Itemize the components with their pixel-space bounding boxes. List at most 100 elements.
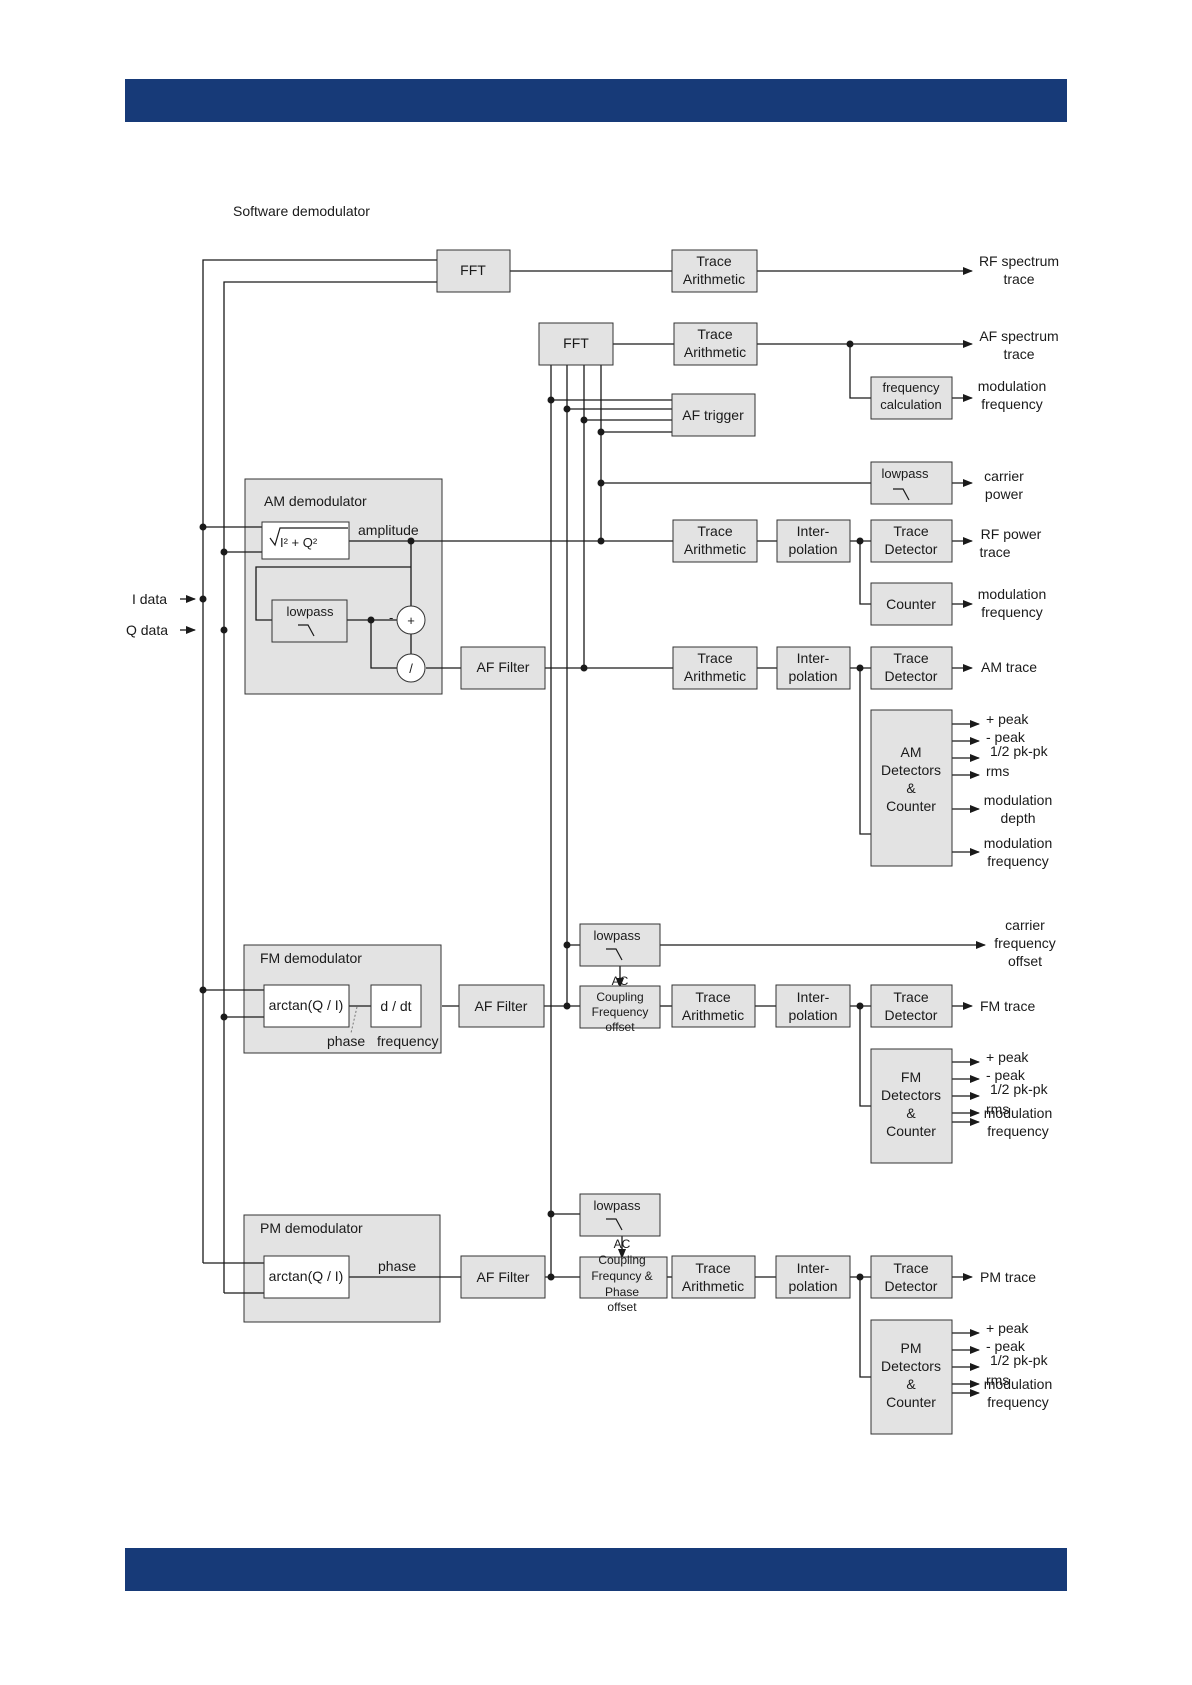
diagram-title: Software demodulator (233, 203, 370, 219)
fm-detectors-counter (870, 1048, 953, 1164)
af-trigger-block (671, 393, 756, 437)
trace-arith-am2 (672, 646, 758, 690)
pm-half-pkpk-label: 1/2 pk-pk (990, 1352, 1049, 1368)
trace-detector-am (870, 646, 953, 690)
am-rms-label: rms (986, 763, 1009, 779)
trace-arith-pm (671, 1255, 756, 1299)
ddt-block (370, 984, 422, 1028)
svg-text:Arithmetic: Arithmetic (684, 668, 746, 684)
pm-second-output-label: frequency (987, 1394, 1048, 1410)
fm-demodulator-label: FM demodulator (260, 950, 362, 966)
svg-text:modulation: modulation (978, 586, 1047, 602)
svg-text:Inter-: Inter- (797, 650, 830, 666)
af-filter-am (460, 646, 546, 690)
pm-rms-label: rms (986, 1372, 1009, 1388)
svg-text:Arithmetic: Arithmetic (684, 344, 746, 360)
svg-text:/: / (409, 661, 413, 676)
svg-text:AC: AC (614, 1237, 631, 1251)
svg-text:AF spectrum: AF spectrum (979, 328, 1058, 344)
svg-text:frequency: frequency (981, 604, 1042, 620)
fm-second-output-label: frequency (987, 1123, 1048, 1139)
svg-text:Frequncy &: Frequncy & (591, 1269, 652, 1283)
arctan-block-fm (263, 984, 350, 1028)
divider-node (396, 653, 426, 683)
svg-text:offset: offset (1008, 953, 1042, 969)
svg-text:trace: trace (1003, 346, 1034, 362)
svg-text:FM trace: FM trace (980, 998, 1035, 1014)
am-demodulator-label: AM demodulator (264, 493, 367, 509)
svg-text:carrier: carrier (984, 468, 1024, 484)
trace-arith-rf (671, 249, 758, 293)
svg-text:Coupling: Coupling (598, 1253, 645, 1267)
svg-text:Detector: Detector (885, 1278, 938, 1294)
am-mod-freq-label: frequency (987, 853, 1048, 869)
counter-block (870, 582, 953, 626)
svg-text:Trace: Trace (695, 1260, 730, 1276)
fft-block-af (538, 322, 614, 366)
i-data-label: I data (132, 591, 167, 607)
svg-text:Detectors: Detectors (881, 1087, 941, 1103)
interpolation-fm (775, 984, 851, 1028)
svg-text:AF Filter: AF Filter (475, 998, 528, 1014)
svg-text:Trace: Trace (893, 523, 928, 539)
svg-text:Trace: Trace (697, 326, 732, 342)
svg-text:RF spectrum: RF spectrum (979, 253, 1059, 269)
svg-text:phase: phase (327, 1033, 365, 1049)
arctan-block-pm (263, 1255, 350, 1299)
svg-text:Trace: Trace (697, 650, 732, 666)
svg-text:polation: polation (788, 1007, 837, 1023)
fft-label-2: FFT (563, 335, 589, 351)
fm-half-pkpk-label: 1/2 pk-pk (990, 1081, 1049, 1097)
svg-text:amplitude: amplitude (358, 522, 419, 538)
svg-text:PM trace: PM trace (980, 1269, 1036, 1285)
svg-text:Phase: Phase (605, 1285, 639, 1299)
svg-text:-: - (389, 610, 393, 625)
svg-text:frequency: frequency (377, 1033, 438, 1049)
svg-text:Trace: Trace (696, 253, 731, 269)
svg-text:trace: trace (979, 544, 1010, 560)
svg-text:lowpass: lowpass (594, 928, 641, 943)
am-half-pkpk-label: 1/2 pk-pk (990, 743, 1049, 759)
svg-text:+: + (407, 613, 415, 628)
svg-text:AM trace: AM trace (981, 659, 1037, 675)
fm-rms-label: rms (986, 1101, 1009, 1117)
svg-text:&: & (906, 780, 916, 796)
svg-text:Frequency: Frequency (592, 1005, 649, 1019)
svg-text:AM: AM (901, 744, 922, 760)
svg-text:Arithmetic: Arithmetic (684, 541, 746, 557)
footer-bar (125, 1548, 1067, 1591)
svg-text:Arithmetic: Arithmetic (683, 271, 745, 287)
svg-text:modulation: modulation (978, 378, 1047, 394)
af-filter-fm (458, 984, 545, 1028)
svg-text:PM: PM (901, 1340, 922, 1356)
ac-coupling-fm (579, 985, 661, 1029)
adder-node (396, 605, 426, 635)
am-minus-peak-label: - peak (986, 729, 1026, 745)
fft-label: FFT (460, 262, 486, 278)
svg-text:d / dt: d / dt (380, 998, 411, 1014)
fm-second-output-label: modulation (984, 1105, 1053, 1121)
header-bar (125, 79, 1067, 122)
trace-arith-fm (671, 984, 756, 1028)
interpolation-am1 (776, 519, 851, 563)
svg-text:phase: phase (378, 1258, 416, 1274)
am-second-output-label: depth (1000, 810, 1035, 826)
svg-text:frequency: frequency (981, 396, 1042, 412)
lowpass-am-block (271, 599, 348, 643)
svg-text:AF Filter: AF Filter (477, 1269, 530, 1285)
svg-text:Detectors: Detectors (881, 1358, 941, 1374)
svg-text:Inter-: Inter- (797, 523, 830, 539)
svg-text:Arithmetic: Arithmetic (682, 1278, 744, 1294)
trace-detector-rf (870, 519, 953, 563)
svg-text:Trace: Trace (695, 989, 730, 1005)
fm-plus-peak-label: + peak (986, 1049, 1029, 1065)
interpolation-pm (775, 1255, 851, 1299)
lowpass-fm-block (579, 923, 661, 967)
pm-plus-peak-label: + peak (986, 1320, 1029, 1336)
svg-text:Inter-: Inter- (797, 1260, 830, 1276)
svg-text:RF power: RF power (981, 526, 1042, 542)
svg-text:Counter: Counter (886, 1394, 936, 1410)
ac-coupling-pm (579, 1256, 668, 1299)
lowpass-pm-block (579, 1193, 661, 1237)
